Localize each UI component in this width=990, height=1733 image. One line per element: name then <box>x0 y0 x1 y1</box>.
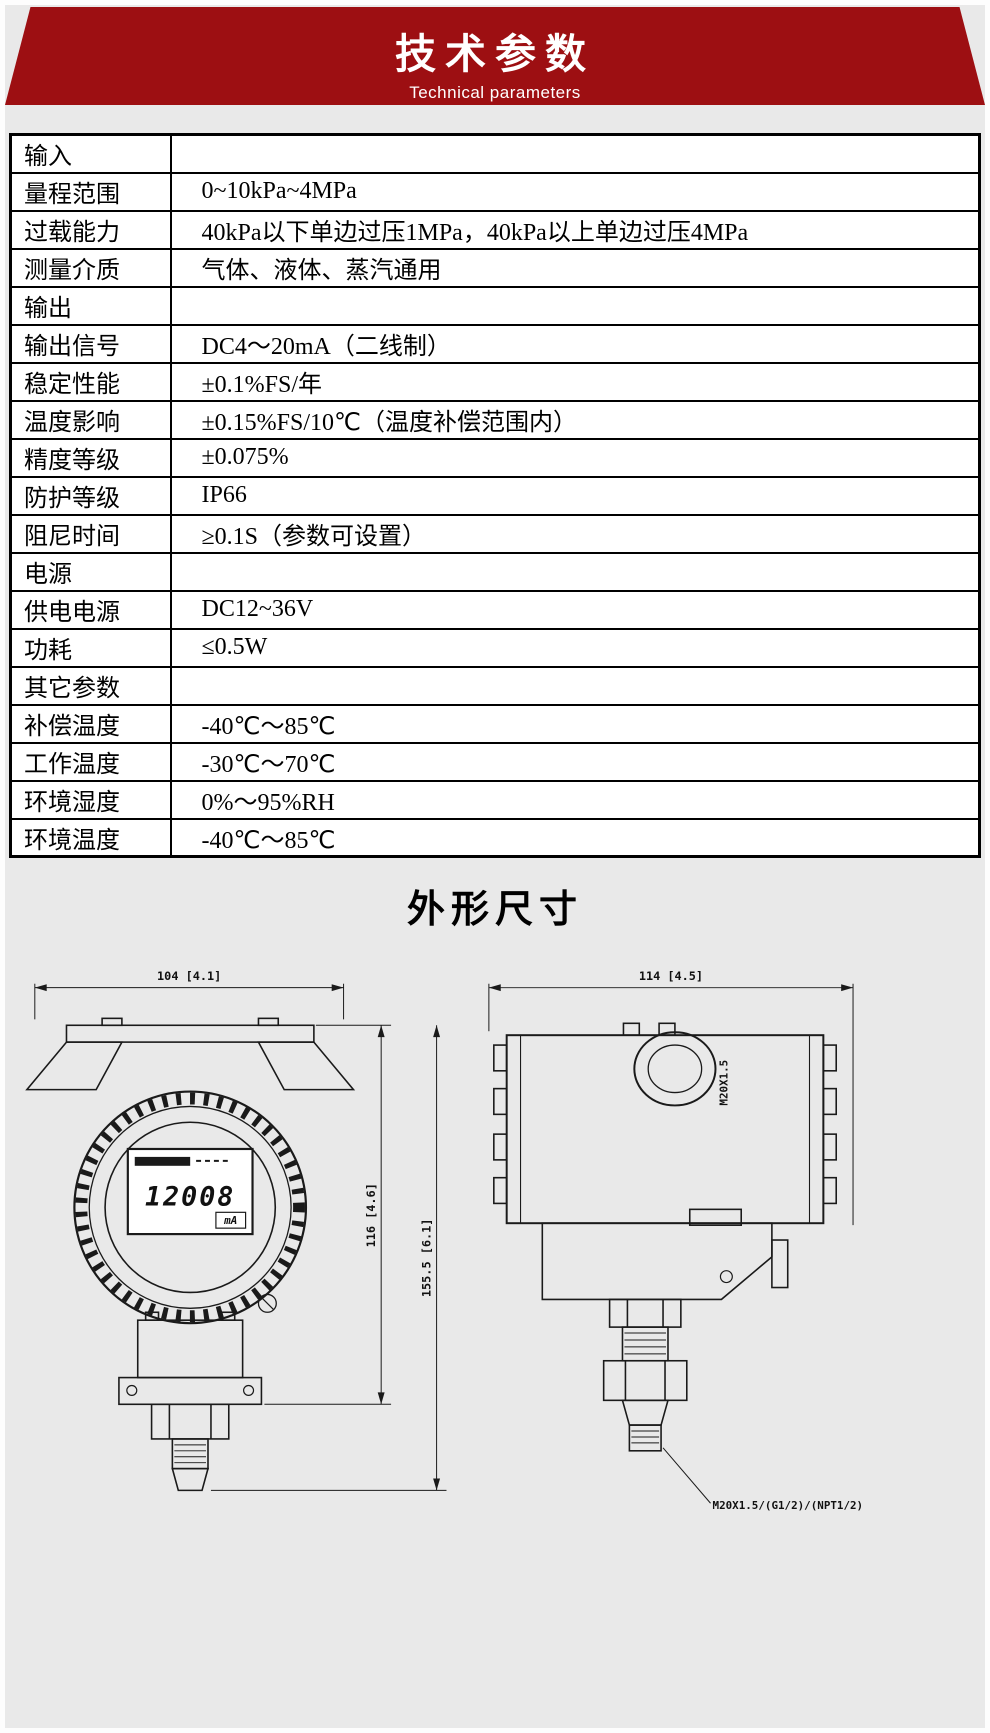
spec-value <box>169 133 981 174</box>
spec-value <box>169 665 981 706</box>
lcd-display <box>126 1147 254 1236</box>
front-width-dim-label: 104 [4.1] <box>157 969 221 983</box>
spec-label: 稳定性能 <box>9 361 172 402</box>
table-row: 其它参数 <box>9 665 981 706</box>
front-width-dimension <box>34 983 345 1020</box>
page-subtitle: Technical parameters <box>409 83 581 102</box>
table-row: 输入 <box>9 133 981 174</box>
table-row: 阻尼时间≥0.1S（参数可设置） <box>9 513 981 554</box>
spec-value: ±0.15%FS/10℃（温度补偿范围内） <box>169 399 981 440</box>
table-row: 稳定性能±0.1%FS/年 <box>9 361 981 402</box>
table-row: 温度影响±0.15%FS/10℃（温度补偿范围内） <box>9 399 981 440</box>
spec-value: ≥0.1S（参数可设置） <box>169 513 981 554</box>
spec-label: 输入 <box>9 133 172 174</box>
spec-label: 输出 <box>9 285 172 326</box>
spec-value: ±0.075% <box>169 437 981 478</box>
spec-label: 供电电源 <box>9 589 172 630</box>
spec-value: ±0.1%FS/年 <box>169 361 981 402</box>
table-row: 环境温度-40℃～85℃ <box>9 817 981 858</box>
spec-value: 0%～95%RH <box>169 779 981 820</box>
spec-value: DC12~36V <box>169 589 981 630</box>
spec-label: 环境温度 <box>9 817 172 858</box>
table-row: 补偿温度-40℃～85℃ <box>9 703 981 744</box>
spec-value: IP66 <box>169 475 981 516</box>
spec-label: 量程范围 <box>9 171 172 212</box>
spec-value: 气体、液体、蒸汽通用 <box>169 247 981 288</box>
table-row: 输出 <box>9 285 981 326</box>
spec-label: 阻尼时间 <box>9 513 172 554</box>
mounting-bracket <box>25 1017 356 1091</box>
process-connection-side <box>603 1298 688 1452</box>
outline-section-title: 外形尺寸 <box>406 889 583 931</box>
side-housing <box>493 1022 838 1225</box>
spec-value: -40℃～85℃ <box>169 817 981 858</box>
front-height-dimensions <box>210 1024 447 1491</box>
lcd-value: 12008 <box>145 1181 235 1212</box>
thread-leader-line <box>662 1447 712 1504</box>
table-row: 电源 <box>9 551 981 592</box>
spec-label: 电源 <box>9 551 172 592</box>
process-connection-front <box>118 1311 263 1492</box>
page-title: 技术参数 <box>395 31 595 77</box>
transmitter-head <box>73 1090 308 1325</box>
spec-value: ≤0.5W <box>169 627 981 668</box>
conduit-entry-boss <box>633 1031 717 1107</box>
table-row: 精度等级±0.075% <box>9 437 981 478</box>
front-view-drawing: 104 [4.1] 12008 mA 116 [4.6] 155.5 [6.1] <box>25 969 447 1492</box>
table-row: 功耗≤0.5W <box>9 627 981 668</box>
lcd-unit: mA <box>223 1214 237 1227</box>
spec-label: 环境湿度 <box>9 779 172 820</box>
spec-label: 温度影响 <box>9 399 172 440</box>
spec-value <box>169 551 981 592</box>
front-height-dim-outer-label: 155.5 [6.1] <box>420 1219 434 1298</box>
side-width-dimension <box>488 983 854 1226</box>
dimension-drawings: 104 [4.1] 12008 mA 116 [4.6] 155.5 [6.1] <box>5 933 985 1530</box>
spec-label: 测量介质 <box>9 247 172 288</box>
process-thread-label: M20X1.5/(G1/2)/(NPT1/2) <box>713 1499 864 1512</box>
spec-value: 0~10kPa~4MPa <box>169 171 981 212</box>
spec-value: -30℃～70℃ <box>169 741 981 782</box>
header-banner: 技术参数 Technical parameters <box>5 7 985 105</box>
conduit-thread-label: M20X1.5 <box>718 1060 731 1106</box>
side-lower-housing <box>541 1208 789 1301</box>
side-view-drawing: 114 [4.5] M20X1.5 M20X1.5/(G1/2)/(NPT1/2… <box>488 969 864 1512</box>
table-row: 测量介质气体、液体、蒸汽通用 <box>9 247 981 288</box>
spec-value: DC4～20mA（二线制） <box>169 323 981 364</box>
spec-label: 防护等级 <box>9 475 172 516</box>
spec-label: 过载能力 <box>9 209 172 250</box>
spec-label: 输出信号 <box>9 323 172 364</box>
spec-label: 功耗 <box>9 627 172 668</box>
side-width-dim-label: 114 [4.5] <box>639 969 703 983</box>
spec-label: 补偿温度 <box>9 703 172 744</box>
spec-value: 40kPa以下单边过压1MPa，40kPa以上单边过压4MPa <box>169 209 981 250</box>
spec-value: -40℃～85℃ <box>169 703 981 744</box>
table-row: 工作温度-30℃～70℃ <box>9 741 981 782</box>
spec-label: 工作温度 <box>9 741 172 782</box>
spec-label: 其它参数 <box>9 665 172 706</box>
spec-value <box>169 285 981 326</box>
spec-label: 精度等级 <box>9 437 172 478</box>
front-height-dim-inner-label: 116 [4.6] <box>364 1183 378 1247</box>
